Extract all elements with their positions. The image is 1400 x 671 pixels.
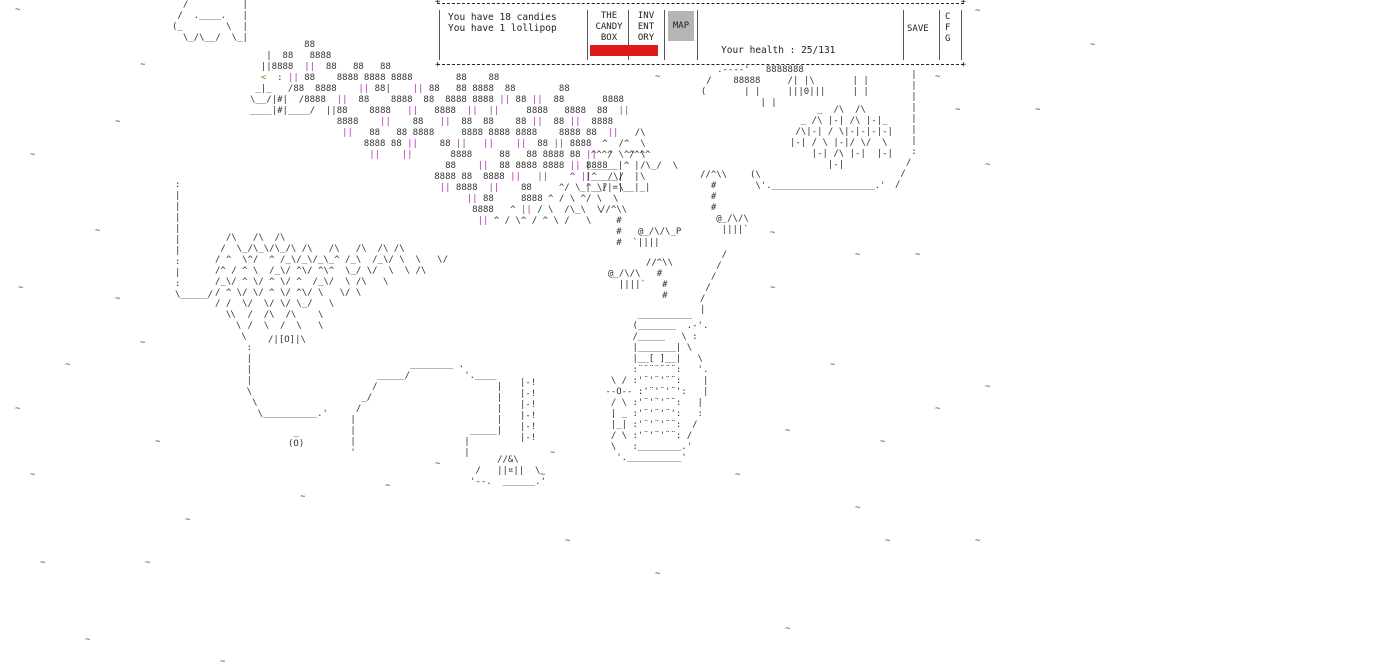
candies-count: You have 18 candies [448,12,557,23]
ladder: |-! |-! |-! |-! |-! |-! [520,378,537,443]
northwest-coast: / | / .____. | (_ \ | \_/\__/ \_| [172,0,248,43]
lighthouse: //&\ / ||¤|| \ '--. ______.' [470,455,546,487]
save-button[interactable]: SAVE [907,24,929,34]
castle-shore: (\ \'.___________________.' [750,170,886,191]
mountains: /\ /\ /\ / \_/\_\/\_/\ /\ /\ /\ /\ /\ / … [215,233,448,331]
castle-gate: ^^^^ ^^^^ |_____| | |_____| | _|__[|=|__… [580,150,651,193]
forest-village: 88 | 88 8888 ||8888 || 88 88 88 < : || 8… [250,40,679,226]
east-coast: / / / / / | [700,250,728,315]
health-text: Your health : 25/131 [721,45,836,56]
castle: _ /\ /\ _ /\ |-| /\ |-|_ /\|-| / \|-|-|-… [790,105,893,170]
bridge-path: //^\\ # # @_/\/\_P # `|||| [600,205,682,248]
lake-shore: ________ . _____/ '.____ / | _/ | / | | … [350,360,503,458]
tower-door: /|[O]|\ [268,335,306,345]
health-bar [590,45,658,56]
west-coast: : | | | | | | : | : \_____/ [175,180,213,300]
status-text: You have 18 candies You have 1 lollipop [448,12,557,34]
south-island: \ \ \ : | | | \ \ \__________.' [230,310,328,419]
hut: _ (O) [288,428,305,449]
tab-map[interactable]: MAP [668,11,694,41]
castle-area: .----' 8888888 / 88888 /| |\ | | ( | | |… [700,65,869,108]
status-bar: + + + + You have 18 candies You have 1 l… [435,0,966,70]
lollipop-count: You have 1 lollipop [448,23,557,34]
cave-path: //^\\ @_/\/\ # ||||` # # [608,258,674,301]
tower: __________ (_______ .-'. /_____ \ : |___… [605,310,709,463]
east-shore: | | | | | | | : / / / [895,70,917,190]
east-path: //^\\ # # # @_/\/\ ||||` [700,170,749,235]
